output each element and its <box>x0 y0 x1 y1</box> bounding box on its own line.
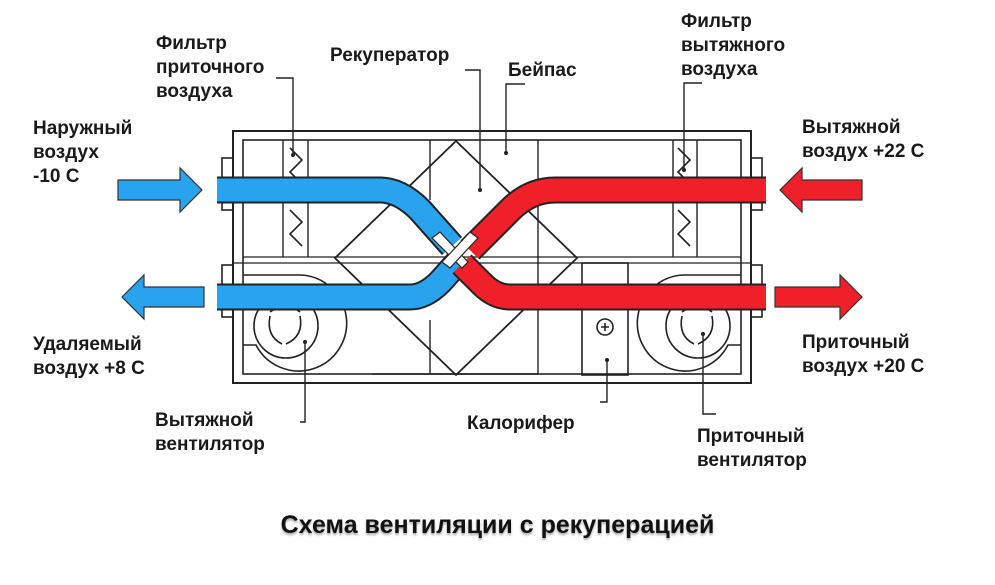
cold-flow <box>117 166 469 321</box>
heater-leader <box>600 360 608 403</box>
warm-flow <box>452 166 863 321</box>
leader-lines <box>276 69 716 423</box>
label-extract-air: Вытяжной воздух +22 С <box>802 117 925 162</box>
label-heater: Калорифер <box>467 413 575 434</box>
label-supply-air: Приточный воздух +20 С <box>802 332 925 377</box>
label-supply-filter: Фильтр приточного воздуха <box>156 33 265 102</box>
removed-air-arrow <box>121 273 205 321</box>
supply-air-arrow <box>774 273 863 321</box>
supply-fan-leader <box>702 334 716 415</box>
label-supply-fan: Приточный вентилятор <box>697 426 807 471</box>
crossing-indicator <box>431 231 479 269</box>
heater <box>581 262 629 376</box>
extract-air-arrow <box>779 166 863 214</box>
label-outdoor-air: Наружный воздух -10 С <box>33 118 133 187</box>
bypass-leader <box>505 83 525 153</box>
supply-filter-leader <box>276 77 294 155</box>
label-removed-air: Удаляемый воздух +8 С <box>33 334 145 379</box>
label-bypass: Бейпас <box>508 60 577 81</box>
label-exhaust-fan: Вытяжной вентилятор <box>155 410 265 455</box>
exhaust-filter-leader <box>683 82 702 170</box>
outdoor-air-arrow <box>117 166 203 214</box>
leader-dots <box>291 151 705 362</box>
diagram-title: Схема вентиляции с рекуперацией <box>280 511 715 539</box>
recuperator-core <box>333 139 579 377</box>
exhaust-fan-leader <box>300 342 306 423</box>
recuperator-leader <box>465 69 481 190</box>
label-recuperator: Рекуператор <box>330 45 450 66</box>
label-exhaust-filter: Фильтр вытяжного воздуха <box>681 11 786 80</box>
